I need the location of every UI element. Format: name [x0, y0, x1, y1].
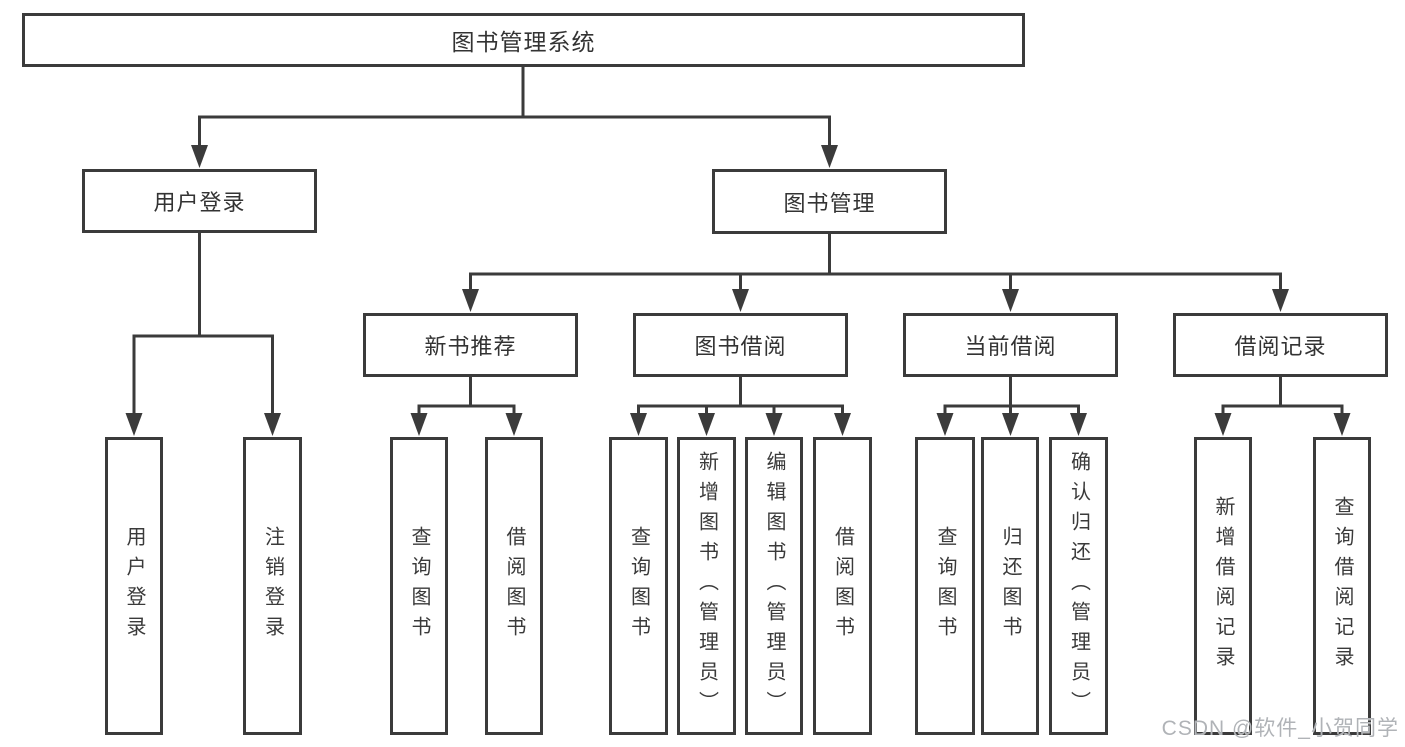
leaf-user-login: 用户登录 [105, 437, 163, 735]
node-root-label: 图书管理系统 [451, 29, 596, 55]
leaf-current-query-books: 查询图书 [915, 437, 975, 735]
leaf-query-borrow-record-label: 查询借阅记录 [1331, 496, 1353, 676]
leaf-recommend-query-books-label: 查询图书 [408, 526, 430, 646]
leaf-return-books: 归还图书 [981, 437, 1039, 735]
csdn-watermark: CSDN @软件_小贺同学 [1161, 717, 1399, 740]
node-current-borrow-label: 当前借阅 [964, 334, 1057, 359]
leaf-confirm-return-admin-label: 确认归还（管理员） [1067, 451, 1090, 721]
node-book-borrow: 图书借阅 [633, 313, 848, 377]
leaf-edit-books-admin: 编辑图书（管理员） [745, 437, 803, 735]
leaf-add-books-admin-label: 新增图书（管理员） [695, 451, 718, 721]
node-borrow-records-label: 借阅记录 [1234, 334, 1327, 359]
leaf-return-books-label: 归还图书 [999, 526, 1021, 646]
leaf-recommend-borrow-books: 借阅图书 [485, 437, 543, 735]
node-new-book-recommend-label: 新书推荐 [424, 334, 517, 359]
leaf-borrow-query-books: 查询图书 [609, 437, 668, 735]
node-root: 图书管理系统 [22, 13, 1025, 67]
node-user-login: 用户登录 [82, 169, 317, 233]
leaf-recommend-query-books: 查询图书 [390, 437, 448, 735]
leaf-add-borrow-record: 新增借阅记录 [1194, 437, 1252, 735]
node-current-borrow: 当前借阅 [903, 313, 1118, 377]
leaf-user-login-label: 用户登录 [123, 526, 145, 646]
node-book-mgmt-label: 图书管理 [783, 190, 876, 216]
leaf-current-query-books-label: 查询图书 [934, 526, 956, 646]
leaf-logout-label: 注销登录 [261, 526, 284, 646]
leaf-confirm-return-admin: 确认归还（管理员） [1049, 437, 1108, 735]
node-new-book-recommend: 新书推荐 [363, 313, 578, 377]
leaf-add-books-admin: 新增图书（管理员） [677, 437, 736, 735]
node-borrow-records: 借阅记录 [1173, 313, 1388, 377]
node-user-login-label: 用户登录 [153, 190, 246, 215]
leaf-recommend-borrow-books-label: 借阅图书 [503, 526, 525, 646]
leaf-logout: 注销登录 [243, 437, 302, 735]
leaf-query-borrow-record: 查询借阅记录 [1313, 437, 1371, 735]
leaf-add-borrow-record-label: 新增借阅记录 [1212, 496, 1234, 676]
leaf-edit-books-admin-label: 编辑图书（管理员） [763, 451, 785, 721]
node-book-borrow-label: 图书借阅 [694, 334, 787, 359]
leaf-borrow-books: 借阅图书 [813, 437, 872, 735]
leaf-borrow-query-books-label: 查询图书 [627, 526, 650, 646]
node-book-mgmt: 图书管理 [712, 169, 947, 234]
leaf-borrow-books-label: 借阅图书 [831, 526, 854, 646]
